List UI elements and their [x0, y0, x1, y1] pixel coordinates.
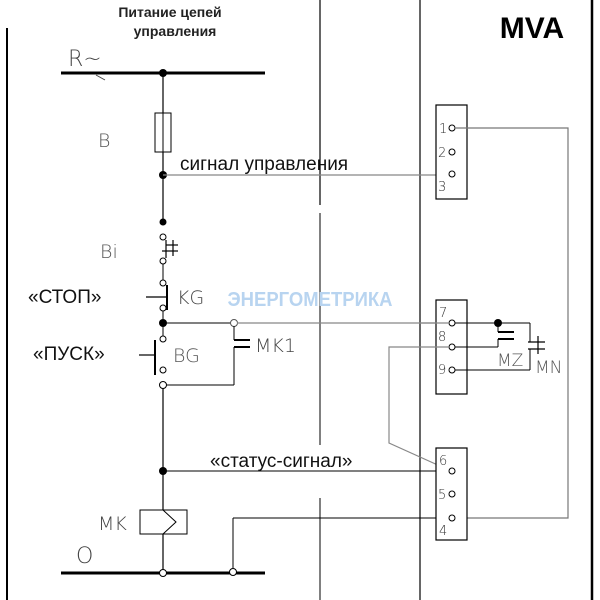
contact-terminal — [159, 279, 167, 287]
aux-contact-label: Bi — [100, 241, 118, 263]
terminal-4 — [448, 514, 456, 522]
fuse-label: B — [98, 130, 110, 152]
terminal-label: 6 — [439, 454, 447, 469]
terminal-7 — [448, 319, 456, 327]
contact-terminal — [159, 257, 167, 265]
contactor-coil — [139, 509, 188, 535]
terminal-label: 8 — [438, 330, 446, 345]
wire-terminal-8-to-6 — [388, 346, 452, 472]
stop-label: «СТОП» — [28, 287, 101, 308]
header-title-line1: Питание цепей — [118, 4, 221, 20]
terminal-block-4-6: 6 5 4 — [435, 447, 468, 541]
watermark: ЭНЕРГОМЕТРИКА — [228, 289, 393, 311]
contact-terminal — [159, 366, 167, 374]
header-title-line2: управления — [134, 23, 217, 39]
phase-label: R~ — [68, 47, 102, 72]
terminal-1 — [448, 124, 456, 132]
terminal-3 — [448, 170, 456, 178]
terminal-8 — [448, 343, 456, 351]
neutral-label: O — [76, 544, 93, 569]
terminal-label: 5 — [438, 488, 446, 503]
contact-terminal — [159, 381, 167, 389]
start-label: «ПУСК» — [33, 344, 105, 365]
contact-terminal — [159, 304, 167, 312]
contact-terminal — [230, 319, 238, 327]
node — [159, 218, 167, 226]
relay-mn-label: MN — [535, 358, 562, 378]
contact-terminal — [159, 569, 167, 577]
contact-terminal — [159, 233, 167, 241]
terminal-6 — [448, 467, 456, 475]
terminal-label: 9 — [438, 363, 446, 378]
terminal-label: 3 — [438, 180, 446, 195]
terminal-label: 2 — [438, 146, 446, 161]
contactor-label: MK — [98, 513, 127, 535]
terminal-9 — [448, 366, 456, 374]
stop-button-label: KG — [177, 287, 204, 309]
status-signal-label: «статус-сигнал» — [210, 451, 353, 472]
contact-terminal — [159, 335, 167, 343]
terminal-label: 1 — [439, 122, 447, 137]
terminal-label: 7 — [439, 306, 447, 321]
wire-terminal-1-to-4 — [455, 127, 569, 519]
terminal-5 — [448, 490, 456, 498]
terminal-label: 4 — [439, 524, 447, 539]
terminal-2 — [448, 148, 456, 156]
relay-mz-label: MZ — [497, 351, 523, 371]
terminal-block-1-3: 1 2 3 — [435, 104, 468, 200]
contact-terminal — [229, 568, 237, 576]
control-signal-label: сигнал управления — [180, 154, 348, 175]
device-title: MVA — [500, 12, 564, 45]
hold-contact-label: MK1 — [255, 335, 296, 357]
contactor-coil-mark — [162, 509, 177, 535]
phase-slash — [95, 74, 106, 81]
start-button-label: BG — [173, 345, 200, 367]
